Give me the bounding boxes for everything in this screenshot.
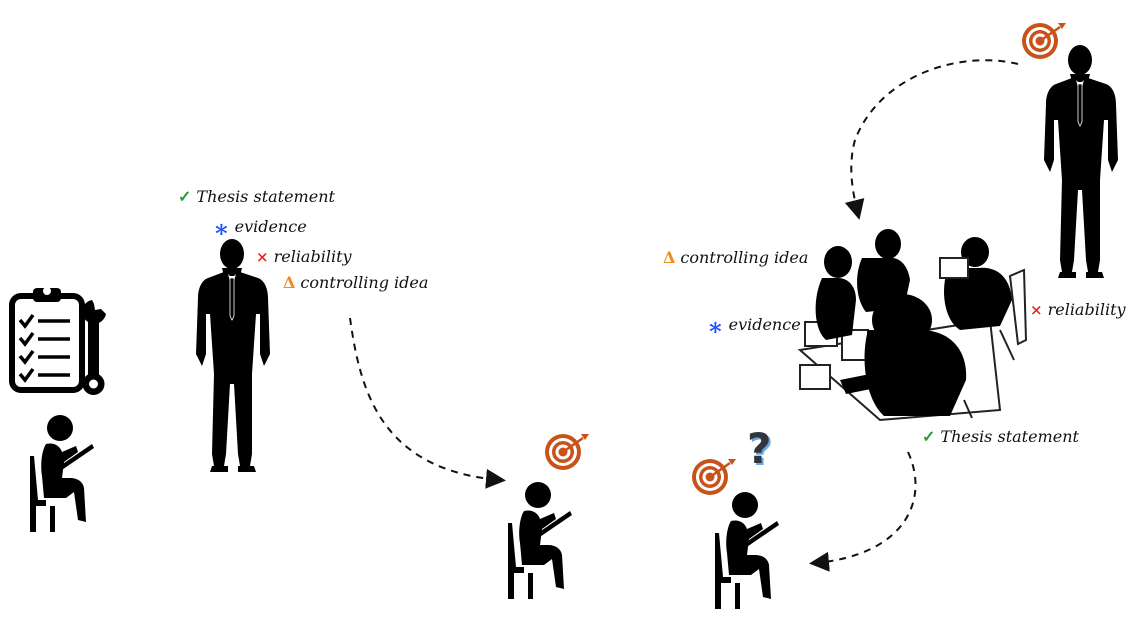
dashed-arrow (349, 317, 506, 489)
target-icon (1020, 21, 1068, 61)
group-work-icon (797, 229, 1028, 422)
label-text: evidence (728, 315, 801, 334)
label-thesis-statement: ✓Thesis statement (922, 427, 1079, 446)
target-icon (690, 457, 738, 497)
asterisk-icon: ∗ (707, 312, 724, 341)
label-text: controlling idea (300, 273, 429, 292)
label-text: reliability (273, 247, 352, 266)
target-icon (543, 432, 591, 472)
student-icon (715, 492, 779, 609)
label-text: Thesis statement (196, 187, 335, 206)
asterisk-icon: ∗ (213, 214, 230, 243)
student-icon (508, 482, 572, 599)
label-reliability: ×reliability (1030, 300, 1126, 319)
student-icon (30, 415, 94, 532)
clipboard-wrench-icon (9, 287, 106, 395)
label-text: controlling idea (680, 248, 809, 267)
dashed-arrow (809, 451, 917, 572)
label-evidence: ∗evidence (707, 312, 801, 341)
cross-icon: × (256, 248, 269, 266)
label-thesis-statement: ✓Thesis statement (178, 187, 335, 206)
label-text: Thesis statement (940, 427, 1079, 446)
teacher-icon (195, 238, 271, 473)
label-reliability: ×reliability (256, 247, 352, 266)
teacher-icon (1043, 44, 1119, 279)
dashed-arrow (844, 59, 1019, 220)
delta-icon: Δ (283, 273, 296, 292)
check-icon: ✓ (178, 187, 192, 206)
question-mark-icon: ? (747, 424, 772, 473)
label-text: reliability (1047, 300, 1126, 319)
cross-icon: × (1030, 301, 1043, 319)
delta-icon: Δ (663, 248, 676, 267)
label-evidence: ∗evidence (213, 214, 307, 243)
label-text: evidence (234, 217, 307, 236)
check-icon: ✓ (922, 427, 936, 446)
